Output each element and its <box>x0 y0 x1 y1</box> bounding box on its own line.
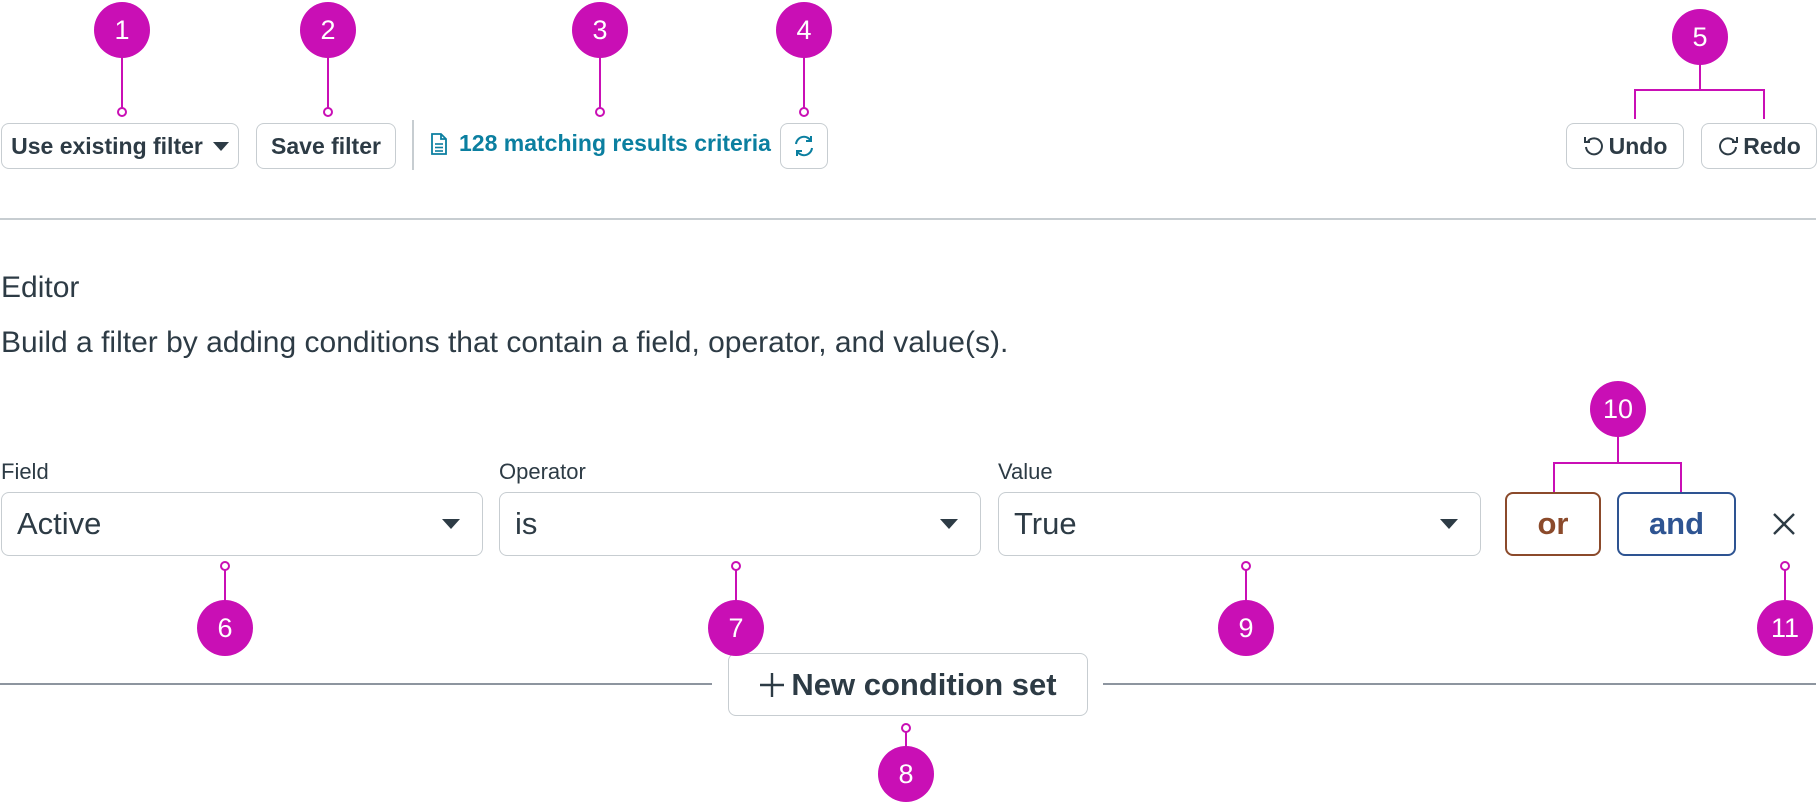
redo-label: Redo <box>1743 132 1801 159</box>
field-label: Field <box>1 459 49 484</box>
callout-11-anchor <box>1780 561 1790 571</box>
close-icon <box>1773 513 1795 535</box>
callout-7: 7 <box>708 600 764 656</box>
refresh-button[interactable] <box>780 123 828 169</box>
condition-divider-right <box>1103 683 1816 685</box>
callout-8: 8 <box>878 746 934 802</box>
document-icon <box>431 132 447 155</box>
chevron-down-icon <box>940 519 958 529</box>
header-divider <box>0 218 1816 220</box>
editor-heading: Editor <box>1 271 80 304</box>
undo-label: Undo <box>1608 132 1668 159</box>
redo-icon <box>1719 137 1739 156</box>
callout-6-anchor <box>220 561 230 571</box>
or-button[interactable]: or <box>1505 492 1601 556</box>
condition-divider-left <box>0 683 712 685</box>
value-select[interactable]: True <box>998 492 1481 556</box>
callout-2-leader <box>327 57 329 109</box>
and-button[interactable]: and <box>1617 492 1736 556</box>
save-filter-label: Save filter <box>271 132 381 159</box>
callout-10-bracket-left <box>1553 462 1555 492</box>
callout-1: 1 <box>94 2 150 58</box>
callout-5-leader <box>1699 64 1701 90</box>
plus-icon <box>760 672 785 697</box>
callout-9-leader <box>1245 567 1247 601</box>
callout-10-leader <box>1617 436 1619 464</box>
toolbar-divider <box>412 120 414 170</box>
callout-6-leader <box>224 567 226 601</box>
callout-4-anchor <box>799 107 809 117</box>
callout-6: 6 <box>197 600 253 656</box>
use-existing-filter-label: Use existing filter <box>11 132 203 159</box>
refresh-icon <box>795 135 813 157</box>
callout-5: 5 <box>1672 9 1728 65</box>
operator-select-value: is <box>515 506 538 541</box>
callout-4: 4 <box>776 2 832 58</box>
callout-5-bracket-left <box>1634 89 1636 119</box>
editor-description: Build a filter by adding conditions that… <box>1 326 1009 359</box>
remove-condition-button[interactable] <box>1768 508 1800 540</box>
field-select-value: Active <box>17 506 102 541</box>
undo-icon <box>1583 137 1603 156</box>
callout-3-leader <box>599 57 601 109</box>
callout-7-leader <box>735 567 737 601</box>
callout-5-bracket <box>1634 89 1765 91</box>
or-label: or <box>1537 506 1569 541</box>
matching-results-label: 128 matching results criteria <box>459 130 771 156</box>
callout-5-bracket-right <box>1763 89 1765 119</box>
matching-results-link[interactable]: 128 matching results criteria <box>430 130 771 157</box>
callout-8-leader <box>905 729 907 747</box>
value-select-value: True <box>1014 506 1077 541</box>
operator-label: Operator <box>499 459 586 484</box>
chevron-down-icon <box>1440 519 1458 529</box>
callout-7-anchor <box>731 561 741 571</box>
new-condition-set-label: New condition set <box>791 666 1057 702</box>
callout-3-anchor <box>595 107 605 117</box>
value-label: Value <box>998 459 1053 484</box>
callout-8-anchor <box>901 723 911 733</box>
and-label: and <box>1648 506 1705 541</box>
callout-3: 3 <box>572 2 628 58</box>
undo-button[interactable]: Undo <box>1566 123 1684 169</box>
save-filter-button[interactable]: Save filter <box>256 123 396 169</box>
callout-10-bracket <box>1553 462 1682 464</box>
caret-down-icon <box>212 141 229 151</box>
callout-4-leader <box>803 57 805 109</box>
callout-1-leader <box>121 57 123 109</box>
callout-2-anchor <box>323 107 333 117</box>
operator-select[interactable]: is <box>499 492 981 556</box>
redo-button[interactable]: Redo <box>1701 123 1817 169</box>
new-condition-set-button[interactable]: New condition set <box>728 653 1088 716</box>
callout-9: 9 <box>1218 600 1274 656</box>
field-select[interactable]: Active <box>1 492 483 556</box>
callout-1-anchor <box>117 107 127 117</box>
callout-2: 2 <box>300 2 356 58</box>
callout-11: 11 <box>1757 600 1813 656</box>
callout-11-leader <box>1784 567 1786 601</box>
callout-9-anchor <box>1241 561 1251 571</box>
callout-10-bracket-right <box>1680 462 1682 492</box>
callout-10: 10 <box>1590 381 1646 437</box>
chevron-down-icon <box>442 519 460 529</box>
use-existing-filter-button[interactable]: Use existing filter <box>1 123 239 169</box>
